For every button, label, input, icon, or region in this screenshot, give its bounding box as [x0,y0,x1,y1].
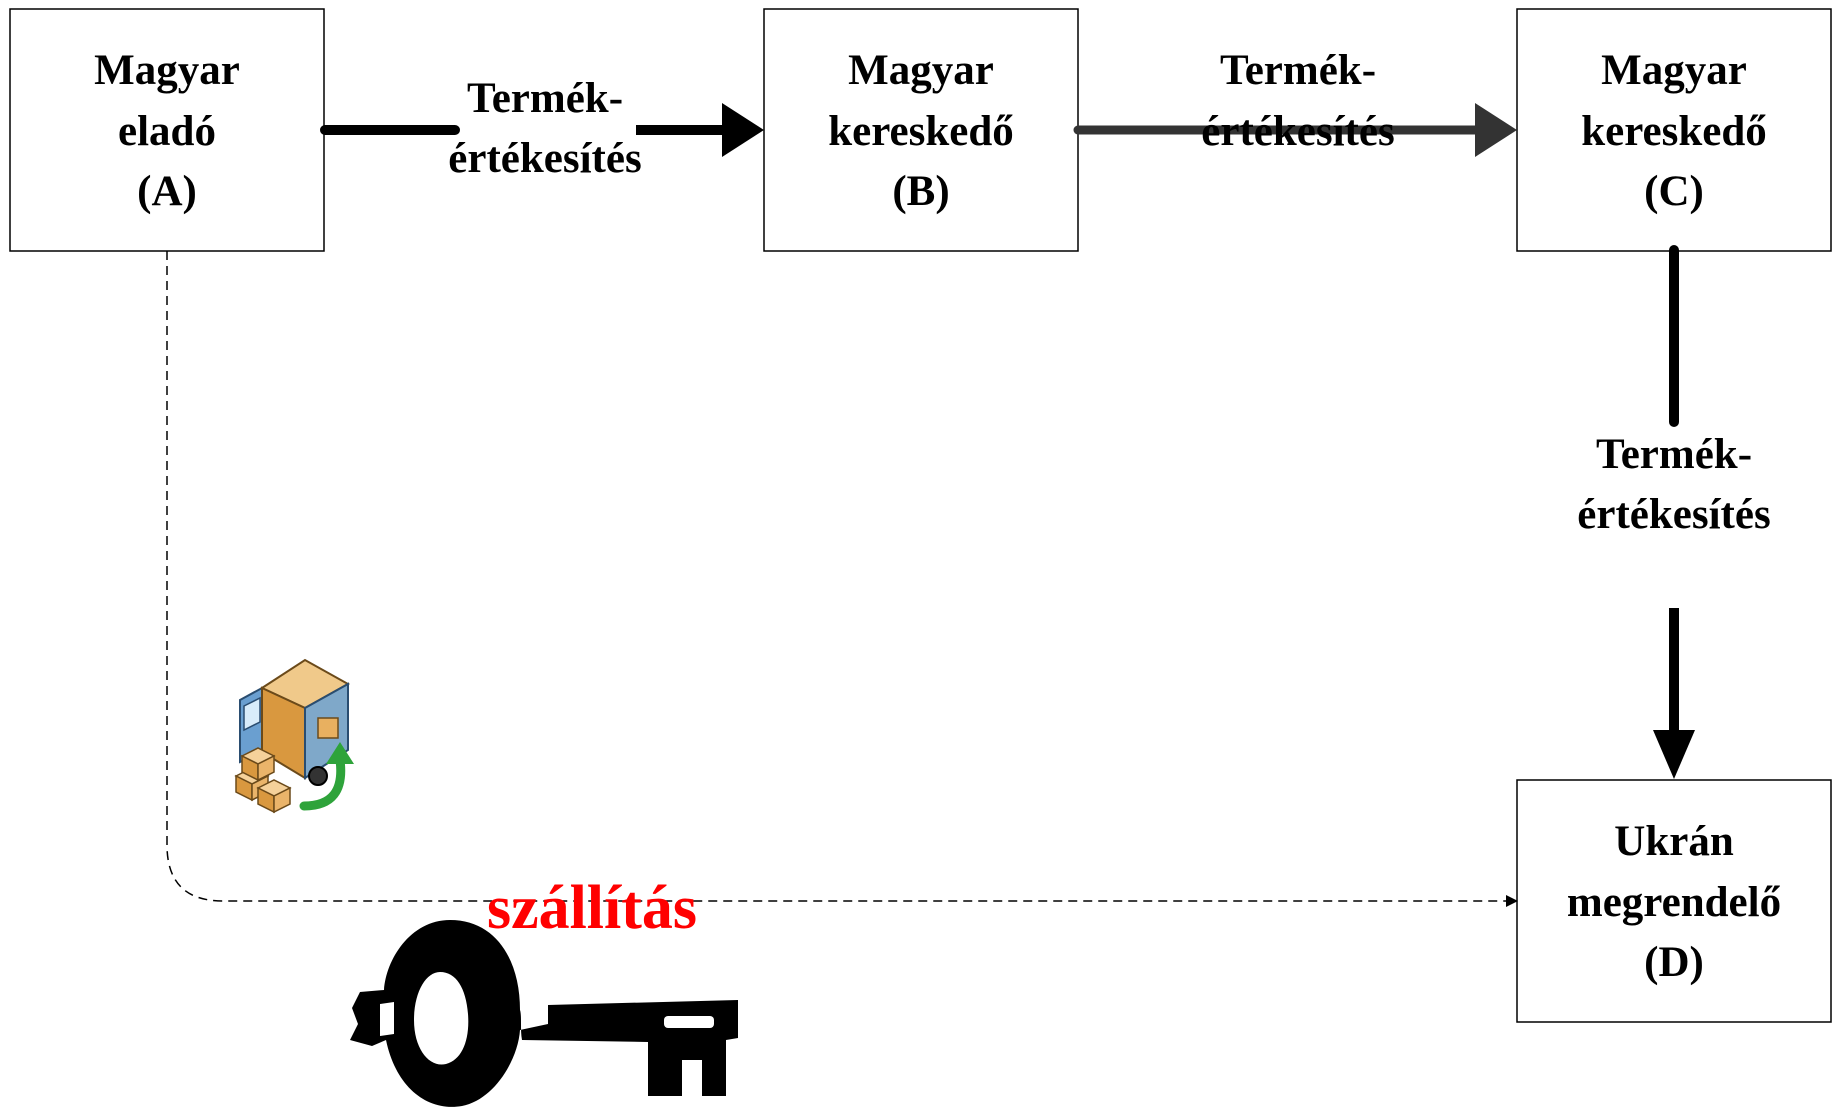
node-c-line3: (C) [1644,168,1704,215]
delivery-truck-icon [234,658,354,814]
edge-c-to-d-label-line1: Termék- [1596,431,1752,478]
edge-b-to-c-label-line2: értékesítés [1201,108,1394,155]
node-a[interactable]: Magyar eladó (A) [9,8,325,252]
edge-c-to-d: Termék- értékesítés [1577,245,1771,779]
edge-b-to-c: Termék- értékesítés [1073,43,1517,157]
node-d-line1: Ukrán [1614,818,1734,865]
node-d-line2: megrendelő [1567,879,1781,926]
edge-c-to-d-label-line2: értékesítés [1577,491,1770,538]
node-d[interactable]: Ukrán megrendelő (D) [1516,779,1832,1023]
node-b-line2: kereskedő [828,108,1014,155]
edge-c-to-d-arrowhead [1653,730,1695,779]
edge-a-to-b-label-line2: értékesítés [448,135,641,182]
node-a-line1: Magyar [94,47,240,94]
node-c-line2: kereskedő [1581,108,1767,155]
edge-b-to-c-label-bg [1205,43,1355,91]
node-d-line3: (D) [1644,939,1704,986]
node-a-line2: eladó [118,108,216,155]
node-b[interactable]: Magyar kereskedő (B) [763,8,1079,252]
edge-a-to-b-arrowhead [722,103,764,157]
node-c-line1: Magyar [1601,47,1747,94]
edge-a-to-d-shipping: szállítás [166,251,1518,942]
shipping-dashed-line [166,251,1518,907]
shipping-label: szállítás [487,874,697,942]
edge-b-to-c-label-line1: Termék- [1220,47,1376,94]
node-c[interactable]: Magyar kereskedő (C) [1516,8,1832,252]
package-boxes-icon [234,747,292,814]
node-a-line3: (A) [137,168,197,215]
edge-b-to-c-arrowhead [1475,103,1517,157]
edge-a-to-b: Termék- értékesítés [320,75,764,182]
edge-a-to-b-label-line1: Termék- [467,75,623,122]
node-b-line1: Magyar [848,47,994,94]
key-icon [350,920,738,1107]
node-b-line3: (B) [892,168,949,215]
